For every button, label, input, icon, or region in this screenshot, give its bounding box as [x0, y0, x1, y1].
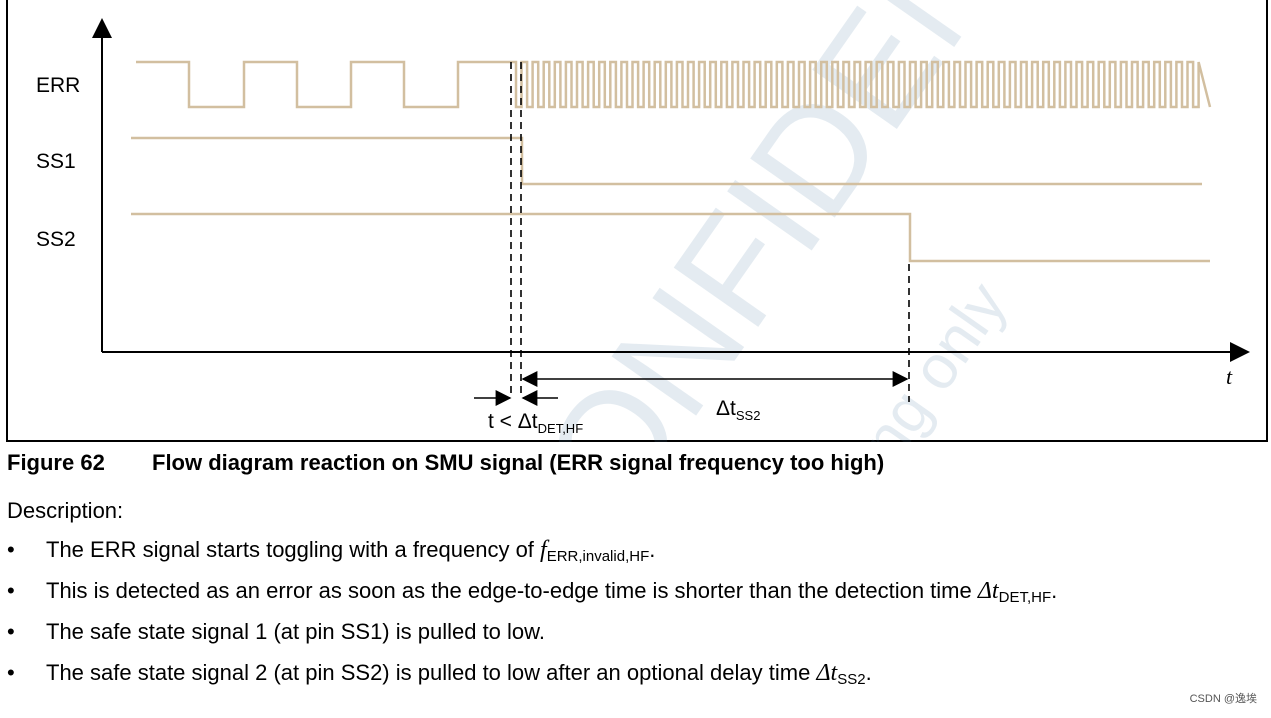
description-title: Description:	[7, 498, 124, 523]
list-item-end: .	[865, 660, 872, 685]
bullet: •	[7, 619, 15, 644]
figure-number: Figure 62	[7, 450, 105, 475]
err-waveform	[136, 60, 1212, 109]
list-item-symbol: Δt	[816, 660, 838, 686]
ss2-delay-text: Δt	[716, 397, 736, 420]
list-item-text: The safe state signal 1 (at pin SS1) is …	[46, 619, 545, 644]
signal-label-ss2: SS2	[36, 228, 76, 251]
ss2-delay-annotation: ΔtSS2	[716, 397, 760, 423]
detect-time-annotation: t < ΔtDET,HF	[488, 410, 583, 436]
ss1-waveform	[131, 136, 1202, 186]
list-item-subscript: ERR,invalid,HF	[546, 548, 650, 565]
list-item-text: The ERR signal starts toggling with a fr…	[46, 537, 541, 562]
list-item-text: The safe state signal 2 (at pin SS2) is …	[46, 660, 817, 685]
list-item-text: This is detected as an error as soon as …	[46, 578, 978, 603]
list-item-subscript: SS2	[837, 671, 866, 688]
timing-diagram: CONFIDENTIAL by Marketing only t ERR SS1…	[36, 0, 1250, 442]
signal-label-ss1: SS1	[36, 150, 76, 173]
detect-time-text: t < Δt	[488, 410, 538, 433]
signal-label-err: ERR	[36, 74, 80, 97]
bullet: •	[7, 578, 15, 603]
list-item-subscript: DET,HF	[998, 589, 1052, 606]
source-credit: CSDN @逸埃	[1189, 693, 1257, 705]
figure-title: Flow diagram reaction on SMU signal (ERR…	[152, 450, 885, 475]
detect-time-sub: DET,HF	[538, 421, 584, 436]
ss2-waveform	[131, 212, 1210, 263]
list-item-symbol: f	[540, 537, 547, 563]
ss2-delay-sub: SS2	[736, 408, 761, 423]
list-item-end: .	[1051, 578, 1058, 603]
time-axis-label: t	[1226, 364, 1233, 389]
diagram-frame	[6, 0, 1268, 442]
list-item-end: .	[649, 537, 656, 562]
figure-caption: Figure 62 Flow diagram reaction on SMU si…	[7, 450, 884, 476]
bullet: •	[7, 537, 15, 562]
list-item-symbol: Δt	[977, 578, 999, 604]
bullet: •	[7, 660, 15, 685]
